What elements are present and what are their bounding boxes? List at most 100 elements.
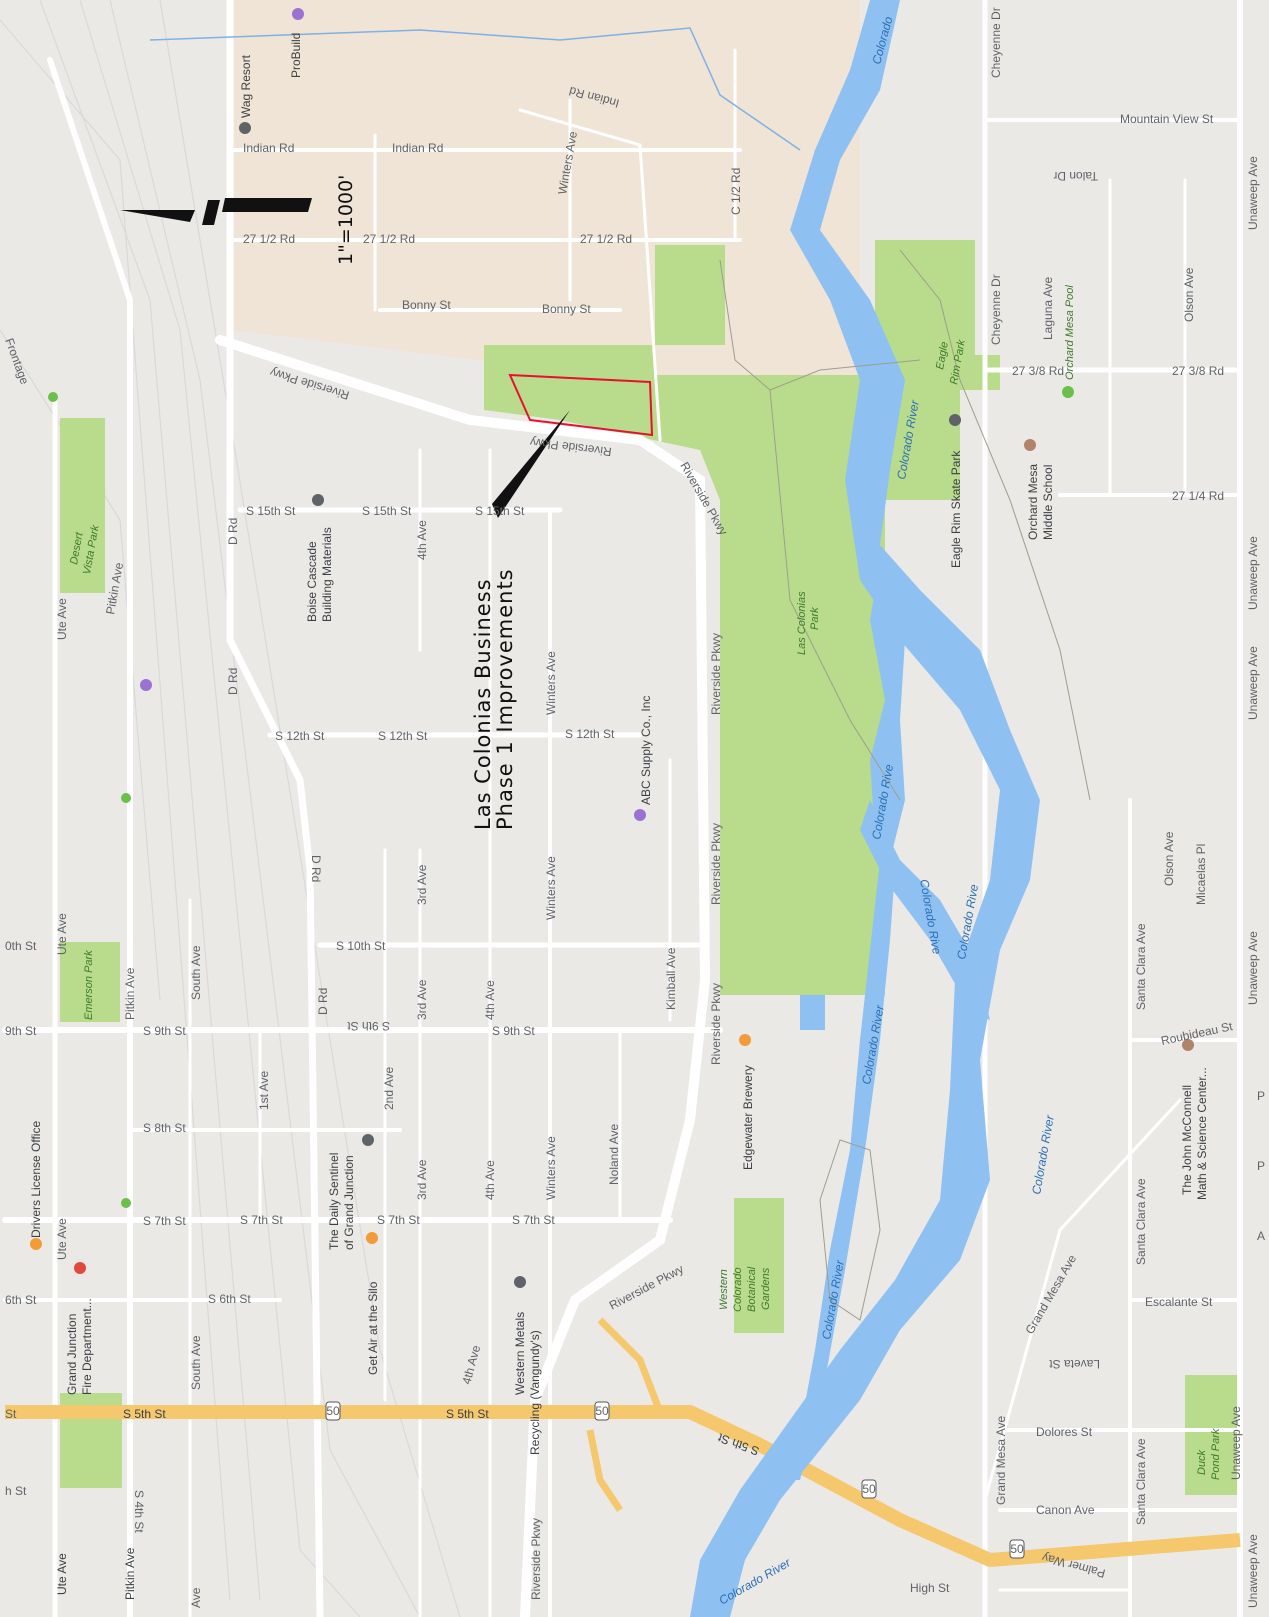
poi-abc-supply: ABC Supply Co., Inc xyxy=(639,696,653,805)
pond xyxy=(800,995,825,1030)
us50-shield-icon-4 xyxy=(1009,1539,1025,1559)
street-27-half-rd-2: 27 1/2 Rd xyxy=(363,232,415,246)
street-santa-clara-2: Santa Clara Ave xyxy=(1134,1178,1148,1265)
duck-pond-park-area xyxy=(1185,1375,1240,1495)
river-side-channel xyxy=(870,560,905,860)
street-grand-mesa-2: Grand Mesa Ave xyxy=(994,1416,1008,1505)
park-botanical-3: Botanical xyxy=(746,1266,758,1312)
boise-pin-icon[interactable] xyxy=(312,494,324,506)
us50-shield-icon-2 xyxy=(594,1401,610,1421)
pool-pin-icon[interactable] xyxy=(1062,386,1074,398)
street-3rd-ave-3: 3rd Ave xyxy=(415,1159,429,1200)
street-ute-ave: Ute Ave xyxy=(55,598,69,640)
street-s8th: S 8th St xyxy=(143,1121,186,1135)
probuild-pin-icon[interactable] xyxy=(292,8,304,20)
poi-orchard-middle-1: Orchard Mesa xyxy=(1026,464,1040,540)
edgewater-pin-icon[interactable] xyxy=(739,1034,751,1046)
us50-shield-icon-3 xyxy=(861,1479,877,1499)
street-olson-ave-2: Olson Ave xyxy=(1162,831,1176,886)
abc-supply-pin-icon[interactable] xyxy=(634,809,646,821)
street-s6th: S 6th St xyxy=(208,1292,251,1306)
street-ute-ave-4: Ute Ave xyxy=(55,1553,69,1595)
street-riverside-pkwy-5: Riverside Pkwy xyxy=(709,823,723,905)
daily-sentinel-pin-icon[interactable] xyxy=(362,1134,374,1146)
park-pin-icon-3[interactable] xyxy=(121,1198,131,1208)
river-west-channel xyxy=(790,860,895,1480)
north-arrow-icon xyxy=(120,210,195,222)
street-santa-clara: Santa Clara Ave xyxy=(1134,923,1148,1010)
street-pitkin-ave-3: Pitkin Ave xyxy=(123,1547,137,1600)
street-3rd-ave-2: 3rd Ave xyxy=(415,979,429,1020)
street-5th-edge: St xyxy=(5,1407,17,1421)
north-arrow-scale xyxy=(120,198,312,225)
poi-orchard-pool: Orchard Mesa Pool xyxy=(1064,285,1076,380)
park-labels: Eagle Rim Park Las Colonias Park Western… xyxy=(68,338,1222,1480)
park-las-colonias-1: Las Colonias xyxy=(796,591,808,655)
street-escalante: Escalante St xyxy=(1145,1295,1213,1309)
street-s4th: S 4th St xyxy=(132,1490,146,1533)
park-emerson: Emerson Park xyxy=(83,950,95,1020)
street-santa-clara-3: Santa Clara Ave xyxy=(1134,1438,1148,1525)
creek xyxy=(149,27,801,151)
park-pin-icon-2[interactable] xyxy=(121,793,131,803)
street-27-14-rd: 27 1/4 Rd xyxy=(1172,489,1224,503)
us50-shield-icon xyxy=(325,1401,341,1421)
poi-edgewater: Edgewater Brewery xyxy=(741,1065,755,1170)
highway-ramp-north xyxy=(597,1317,664,1414)
street-unaweep-ave-4: Unaweep Ave xyxy=(1246,931,1260,1005)
poi-probuild: ProBuild xyxy=(289,33,303,78)
park-desert-vista-1: Desert xyxy=(68,531,86,566)
street-south-ave-2: South Ave xyxy=(189,1335,203,1390)
street-d-rd-2: D Rd xyxy=(226,668,240,695)
street-27-38-rd-2: 27 3/8 Rd xyxy=(1172,364,1224,378)
get-air-pin-icon[interactable] xyxy=(366,1232,378,1244)
street-s12th-2: S 12th St xyxy=(378,729,428,743)
river-braid xyxy=(860,800,990,1020)
street-s15th-2: S 15th St xyxy=(362,504,412,518)
street-indian-rd-2: Indian Rd xyxy=(392,141,443,155)
street-talon-dr: Talon Dr xyxy=(1053,169,1098,183)
park-pin-icon[interactable] xyxy=(48,392,58,402)
street-high: High St xyxy=(910,1581,950,1595)
us50-shield-text-4: 50 xyxy=(1010,1542,1024,1556)
street-s12th-3: S 12th St xyxy=(565,727,615,741)
middle-school-pin-icon[interactable] xyxy=(1024,439,1036,451)
park-botanical-1: Western xyxy=(718,1269,730,1310)
park-las-colonias-2: Park xyxy=(809,607,821,630)
street-cheyenne-dr: Cheyenne Dr xyxy=(989,7,1003,78)
wag-resort-pin-icon[interactable] xyxy=(239,122,251,134)
street-unaweep-ave-2: Unaweep Ave xyxy=(1246,536,1260,610)
street-pitkin-ave-2: Pitkin Ave xyxy=(123,967,137,1020)
street-s10th: S 10th St xyxy=(336,939,386,953)
street-27-half-rd-3: 27 1/2 Rd xyxy=(580,232,632,246)
highway-ramp-south xyxy=(586,1429,623,1512)
street-4th-ave: 4th Ave xyxy=(415,520,429,560)
eagle-rim-park-area xyxy=(875,240,1000,500)
poi-labels: ProBuild Wag Resort Boise Cascade Buildi… xyxy=(29,33,1209,1455)
desert-vista-park-area xyxy=(60,418,105,593)
street-winters-ave-4: Winters Ave xyxy=(544,1136,558,1200)
highway-shields: 50 50 50 50 xyxy=(325,1401,1025,1559)
street-s9th-2: S 9th St xyxy=(347,1019,390,1033)
drivers-license-pin-icon[interactable] xyxy=(30,1238,42,1250)
poi-mcconnell-2: Math & Science Center... xyxy=(1195,1067,1209,1200)
western-metals-pin-icon[interactable] xyxy=(514,1276,526,1288)
poi-wag-resort: Wag Resort xyxy=(239,54,253,118)
pitkin-pin-icon[interactable] xyxy=(140,679,152,691)
fire-dept-pin-icon[interactable] xyxy=(74,1262,86,1274)
street-laveta: Laveta St xyxy=(1049,1357,1100,1371)
street-2nd-ave: 2nd Ave xyxy=(382,1067,396,1110)
street-s7th-3: S 7th St xyxy=(377,1213,420,1227)
street-d-rd-3: D Rd xyxy=(309,855,323,882)
mcconnell-pin-icon[interactable] xyxy=(1182,1039,1194,1051)
street-s7th-2: S 7th St xyxy=(240,1213,283,1227)
skate-park-pin-icon[interactable] xyxy=(949,414,961,426)
street-s9th-3: S 9th St xyxy=(492,1024,535,1038)
street-a-edge: A xyxy=(1257,1229,1265,1243)
parks-layer xyxy=(60,240,1240,1495)
poi-fire-dept-1: Grand Junction xyxy=(65,1314,79,1395)
street-s9th: S 9th St xyxy=(143,1024,186,1038)
us50-shield-text-3: 50 xyxy=(862,1482,876,1496)
railway-lines xyxy=(0,0,461,1617)
